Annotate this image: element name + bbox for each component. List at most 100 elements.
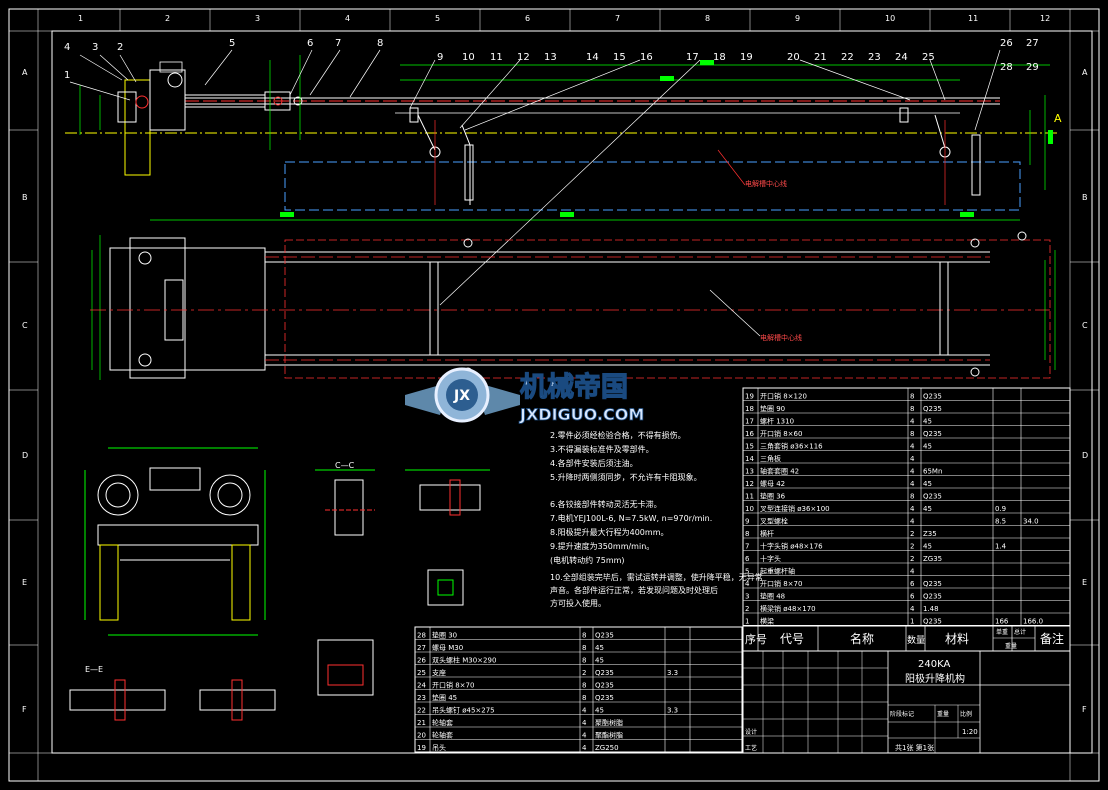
- header-qty: 数量: [907, 634, 925, 646]
- parts-cell: 8: [582, 657, 586, 665]
- parts-cell: 8: [582, 682, 586, 690]
- parts-cell: 25: [417, 669, 426, 677]
- note-line-7: 8.阳极提升最大行程为400mm。: [550, 527, 669, 537]
- parts-cell: Q235: [923, 593, 942, 601]
- parts-cell: Q235: [595, 632, 614, 640]
- callout-24: 24: [895, 52, 908, 63]
- zone-row-e: E: [22, 578, 27, 587]
- parts-cell: Q235: [595, 669, 614, 677]
- zone-col-3: 3: [255, 14, 260, 23]
- parts-cell: 4: [910, 568, 915, 576]
- side-view: [84, 447, 266, 636]
- parts-cell: 4: [582, 732, 587, 740]
- note-line-6: 7.电机YEJ100L-6, N=7.5kW, n=970r/min.: [550, 513, 712, 523]
- callout-2: 2: [117, 42, 123, 53]
- callout-29: 29: [1026, 62, 1039, 73]
- parts-cell: 1.48: [923, 605, 939, 613]
- parts-cell: 3: [745, 593, 749, 601]
- parts-cell: 起重螺杆轴: [760, 567, 795, 576]
- drawing-sheet: 共1张 第1张: [895, 743, 934, 752]
- parts-cell: 垫圈 30: [432, 631, 457, 640]
- note-line-9: (电机转动约 75mm): [550, 555, 625, 565]
- parts-cell: 19: [745, 393, 754, 401]
- header-seq: 序号: [745, 632, 767, 646]
- parts-cell: 3.3: [667, 707, 678, 715]
- note-line-5: 6.各铰接部件转动灵活无卡滞。: [550, 499, 662, 509]
- zone-row-a: A: [22, 68, 28, 77]
- callout-3: 3: [92, 42, 98, 53]
- parts-cell: 垫圈 36: [760, 492, 786, 501]
- note-line-10: 10.全部组装完毕后，需试运转并调整，使升降平稳，无异常: [550, 572, 763, 582]
- parts-cell: 20: [417, 732, 426, 740]
- badge-text: JX: [453, 388, 470, 404]
- parts-cell: 十字头: [760, 554, 781, 563]
- callout-4: 4: [64, 42, 70, 53]
- callout-18: 18: [713, 52, 726, 63]
- note-line-11: 声音。各部件运行正常，若发现问题及时处理后: [550, 585, 718, 595]
- note-line-4: 5.升降时两侧须同步，不允许有卡阻现象。: [550, 472, 702, 482]
- parts-cell: 1.4: [995, 543, 1007, 551]
- parts-cell: 12: [745, 480, 754, 488]
- callout-22: 22: [841, 52, 854, 63]
- parts-cell: 13: [745, 468, 754, 476]
- zone-row-d: D: [22, 451, 28, 460]
- zone-row-d-right: D: [1082, 451, 1088, 460]
- parts-cell: 2: [910, 543, 914, 551]
- logo-url: JXDIGUO.COM: [519, 405, 644, 424]
- callout-25: 25: [922, 52, 935, 63]
- zone-col-12: 12: [1040, 14, 1050, 23]
- parts-cell: 16: [745, 430, 754, 438]
- parts-cell: 三角板: [760, 454, 781, 463]
- parts-cell: 开口销 8×70: [432, 681, 474, 690]
- parts-cell: 螺母 M30: [432, 643, 463, 652]
- parts-cell: 6: [745, 555, 750, 563]
- zone-col-2: 2: [165, 14, 170, 23]
- parts-cell: 聚酯树脂: [595, 718, 623, 727]
- header-mass: 重量: [1005, 642, 1017, 650]
- parts-cell: 45: [923, 480, 932, 488]
- zone-row-f: F: [22, 705, 27, 714]
- parts-cell: 0.9: [995, 505, 1006, 513]
- section-label-ee: E—E: [85, 665, 103, 674]
- drawing-scale: 1:20: [962, 728, 978, 736]
- callout-16: 16: [640, 52, 653, 63]
- title-block: 240KA 阳极升降机构 1:20 共1张 第1张 设计 工艺 阶段标记 重量 …: [742, 650, 1071, 754]
- parts-cell: 垫圈 48: [760, 592, 785, 601]
- note-line-1: 2.零件必须经检验合格，不得有损伤。: [550, 430, 686, 440]
- parts-cell: 叉型螺栓: [760, 517, 788, 526]
- callout-7: 7: [335, 38, 341, 49]
- zone-row-c: C: [22, 321, 28, 330]
- parts-cell: ZG250: [595, 744, 619, 752]
- parts-cell: Q235: [923, 430, 942, 438]
- header-code: 代号: [780, 632, 804, 646]
- parts-cell: 166.0: [1023, 618, 1043, 626]
- logo-text: 机械帝国: [520, 371, 628, 403]
- zone-col-9: 9: [795, 14, 800, 23]
- callout-8: 8: [377, 38, 383, 49]
- parts-cell: Z35: [923, 530, 937, 538]
- zone-col-4: 4: [345, 14, 350, 23]
- note-line-3: 4.各部件安装后须注油。: [550, 458, 638, 468]
- zone-row-b: B: [22, 193, 28, 202]
- zone-col-5: 5: [435, 14, 440, 23]
- parts-cell: 9: [745, 518, 749, 526]
- parts-cell: 65Mn: [923, 468, 942, 476]
- callout-9: 9: [437, 52, 443, 63]
- parts-cell: 2: [582, 669, 586, 677]
- callout-27: 27: [1026, 38, 1039, 49]
- parts-cell: 开口销 8×60: [760, 429, 802, 438]
- cell-process: 工艺: [745, 744, 757, 752]
- parts-cell: 45: [923, 543, 932, 551]
- parts-cell: 4: [910, 468, 915, 476]
- zone-row-e-right: E: [1082, 578, 1087, 587]
- drawing-number: 240KA: [918, 659, 950, 670]
- callout-13: 13: [544, 52, 557, 63]
